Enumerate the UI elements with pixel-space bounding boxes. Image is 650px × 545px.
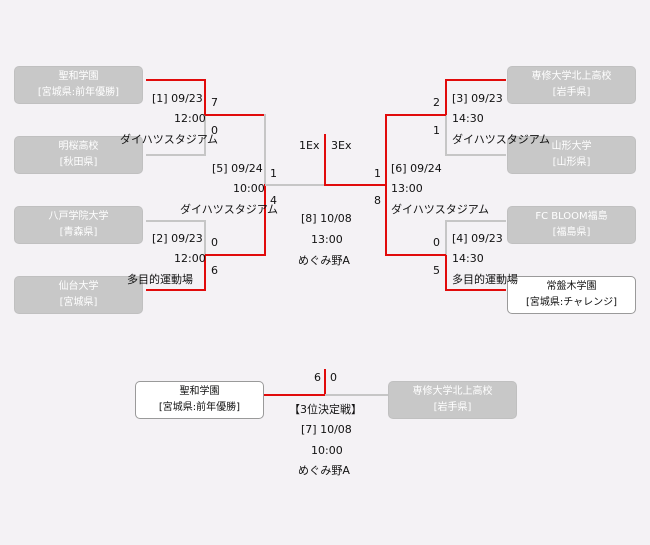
match4-time: 14:30 bbox=[452, 252, 484, 265]
final-label: [8] 10/08 bbox=[301, 212, 352, 225]
third-venue: めぐみ野A bbox=[298, 464, 350, 477]
match1-time: 12:00 bbox=[174, 112, 206, 125]
line-hachinohe bbox=[146, 220, 206, 222]
team-box-fc[interactable]: FC BLOOM福島 [福島県] bbox=[507, 206, 636, 244]
team-name: 八戸学院大学 bbox=[48, 211, 109, 222]
match3-venue: ダイハツスタジアム bbox=[452, 133, 551, 146]
line-third-left bbox=[264, 394, 326, 396]
team-name: 専修大学北上高校 bbox=[412, 386, 493, 397]
match6-label: [6] 09/24 bbox=[391, 162, 442, 175]
line-fc bbox=[445, 220, 506, 222]
match6-score-a: 1 bbox=[374, 167, 381, 180]
match4-label: [4] 09/23 bbox=[452, 232, 503, 245]
team-pref: [宮城県:前年優勝] bbox=[37, 87, 120, 98]
line-third-right bbox=[325, 394, 388, 396]
third-score-a: 6 bbox=[314, 371, 321, 384]
match6-time: 13:00 bbox=[391, 182, 423, 195]
team-box-meio[interactable]: 明桜高校 [秋田県] bbox=[14, 136, 143, 174]
match5-venue: ダイハツスタジアム bbox=[180, 203, 279, 216]
team-pref: [青森県] bbox=[59, 227, 98, 238]
team-box-seiwa-third[interactable]: 聖和学園 [宮城県:前年優勝] bbox=[135, 381, 264, 419]
team-name: 専修大学北上高校 bbox=[531, 71, 612, 82]
team-name: FC BLOOM福島 bbox=[535, 211, 608, 222]
team-pref: [宮城県:チャレンジ] bbox=[525, 297, 618, 308]
line-senshu bbox=[445, 79, 506, 81]
team-pref: [山形県] bbox=[552, 157, 591, 168]
final-winner-line bbox=[324, 134, 326, 186]
team-pref: [宮城県] bbox=[59, 297, 98, 308]
team-pref: [岩手県] bbox=[552, 87, 591, 98]
team-box-seiwa[interactable]: 聖和学園 [宮城県:前年優勝] bbox=[14, 66, 143, 104]
team-box-sendai[interactable]: 仙台大学 [宮城県] bbox=[14, 276, 143, 314]
team-box-senshu[interactable]: 専修大学北上高校 [岩手県] bbox=[507, 66, 636, 104]
team-name: 常盤木学園 bbox=[546, 281, 597, 292]
match1-label: [1] 09/23 bbox=[152, 92, 203, 105]
match4-venue: 多目的運動場 bbox=[452, 273, 518, 286]
team-pref: [岩手県] bbox=[433, 402, 472, 413]
match2-time: 12:00 bbox=[174, 252, 206, 265]
third-score-b: 0 bbox=[330, 371, 337, 384]
line-yamagata bbox=[445, 154, 506, 156]
match5-score-a: 1 bbox=[270, 167, 277, 180]
line-meio bbox=[146, 154, 206, 156]
match2-label: [2] 09/23 bbox=[152, 232, 203, 245]
third-time: 10:00 bbox=[311, 444, 343, 457]
team-box-senshu-third[interactable]: 専修大学北上高校 [岩手県] bbox=[388, 381, 517, 419]
match2-venue: 多目的運動場 bbox=[127, 273, 193, 286]
team-pref: [福島県] bbox=[552, 227, 591, 238]
match1-score-a: 7 bbox=[211, 96, 218, 109]
match3-score-a: 2 bbox=[433, 96, 440, 109]
third-label: [7] 10/08 bbox=[301, 423, 352, 436]
match5-score-b: 4 bbox=[270, 194, 277, 207]
match5-time: 10:00 bbox=[233, 182, 265, 195]
final-venue: めぐみ野A bbox=[298, 254, 350, 267]
line-seiwa bbox=[146, 79, 206, 81]
match4-score-b: 5 bbox=[433, 264, 440, 277]
match6-venue: ダイハツスタジアム bbox=[391, 203, 490, 216]
team-name: 聖和学園 bbox=[179, 386, 220, 397]
team-box-tokiwagi[interactable]: 常盤木学園 [宮城県:チャレンジ] bbox=[507, 276, 636, 314]
match6-score-b: 8 bbox=[374, 194, 381, 207]
team-box-hachinohe[interactable]: 八戸学院大学 [青森県] bbox=[14, 206, 143, 244]
match3-score-b: 1 bbox=[433, 124, 440, 137]
match2-score-b: 6 bbox=[211, 264, 218, 277]
team-pref: [宮城県:前年優勝] bbox=[158, 402, 241, 413]
match3-time: 14:30 bbox=[452, 112, 484, 125]
line-sendai bbox=[146, 289, 206, 291]
match2-score-a: 0 bbox=[211, 236, 218, 249]
team-name: 明桜高校 bbox=[58, 141, 99, 152]
match3-label: [3] 09/23 bbox=[452, 92, 503, 105]
team-pref: [秋田県] bbox=[59, 157, 98, 168]
team-box-yamagata[interactable]: 山形大学 [山形県] bbox=[507, 136, 636, 174]
third-title: 【3位決定戦】 bbox=[289, 403, 362, 416]
final-time: 13:00 bbox=[311, 233, 343, 246]
team-name: 仙台大学 bbox=[58, 281, 99, 292]
match4-score-a: 0 bbox=[433, 236, 440, 249]
match5-label: [5] 09/24 bbox=[212, 162, 263, 175]
final-score-b: 3Ex bbox=[331, 139, 352, 152]
team-name: 聖和学園 bbox=[58, 71, 99, 82]
final-score-a: 1Ex bbox=[299, 139, 320, 152]
line-tokiwagi bbox=[445, 289, 506, 291]
match1-score-b: 0 bbox=[211, 124, 218, 137]
match1-venue: ダイハツスタジアム bbox=[120, 133, 219, 146]
team-name: 山形大学 bbox=[551, 141, 592, 152]
